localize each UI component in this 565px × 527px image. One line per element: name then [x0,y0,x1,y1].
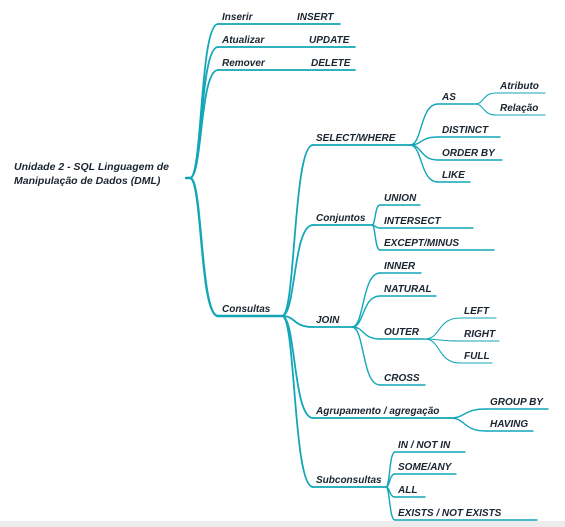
node-label-consultas: Consultas [222,304,271,315]
node-label-someany: SOME/ANY [398,462,453,473]
connector-as [409,103,439,146]
connector-consultas [188,176,220,318]
node-label-relacao: Relação [500,103,538,114]
node-label-atributo: Atributo [499,81,539,92]
node-label-select: SELECT/WHERE [316,133,396,144]
connector-having [449,417,487,432]
node-label-groupby: GROUP BY [490,397,544,408]
connector-union [371,204,381,226]
node-label-subconsultas: Subconsultas [316,475,382,486]
connector-join [281,315,314,328]
root-title-line-2: Manipulação de Dados (DML) [14,175,161,187]
bottom-scroll-area [0,521,565,527]
node-label-innotin: IN / NOT IN [398,440,451,451]
connector-groupby [449,408,487,419]
node-label-exists: EXISTS / NOT EXISTS [398,508,502,519]
connector-exists [385,486,396,521]
connector-select [281,144,314,317]
node-label-full: FULL [464,351,490,362]
node-label-all: ALL [397,485,417,496]
root-title-line-1: Unidade 2 - SQL Linguagem de [14,161,169,173]
node-label-delete: DELETE [311,58,351,69]
node-label-agrupamento: Agrupamento / agregação [315,406,439,417]
node-label-remover: Remover [222,58,266,69]
node-label-conjuntos: Conjuntos [316,213,366,224]
connector-remover [189,69,219,179]
connector-conjuntos [281,224,314,317]
connector-atributo [474,92,497,105]
node-label-distinct: DISTINCT [442,125,489,136]
connector-subconsultas [281,315,314,488]
node-label-intersect: INTERSECT [384,216,442,227]
connector-natural [351,295,381,328]
node-label-having: HAVING [490,419,528,430]
node-label-except: EXCEPT/MINUS [384,238,459,249]
node-label-inserir: Inserir [222,12,254,23]
mindmap-branches [184,23,497,521]
node-label-atualizar: Atualizar [221,35,265,46]
node-label-right: RIGHT [464,329,496,340]
mindmap-underlines [216,23,549,521]
node-label-join: JOIN [316,315,340,326]
connector-relacao [474,103,497,116]
connector-innotin [385,451,396,488]
connector-except [371,224,381,251]
node-label-insert: INSERT [297,12,334,23]
connector-like [409,144,439,183]
connector-agrupamento [281,315,314,419]
node-label-inner: INNER [384,261,416,272]
connector-left [424,317,461,340]
node-label-natural: NATURAL [384,284,432,295]
node-label-left: LEFT [464,306,490,317]
connector-cross [351,326,381,386]
connector-full [424,338,461,364]
node-label-update: UPDATE [309,35,350,46]
node-label-as: AS [441,92,456,103]
node-label-cross: CROSS [384,373,420,384]
node-label-union: UNION [384,193,417,204]
mindmap-labels: Unidade 2 - SQL Linguagem de Manipulação… [14,12,544,519]
node-label-outer: OUTER [384,327,420,338]
node-label-orderby: ORDER BY [442,148,496,159]
node-label-like: LIKE [442,170,465,181]
connector-inner [351,272,381,328]
